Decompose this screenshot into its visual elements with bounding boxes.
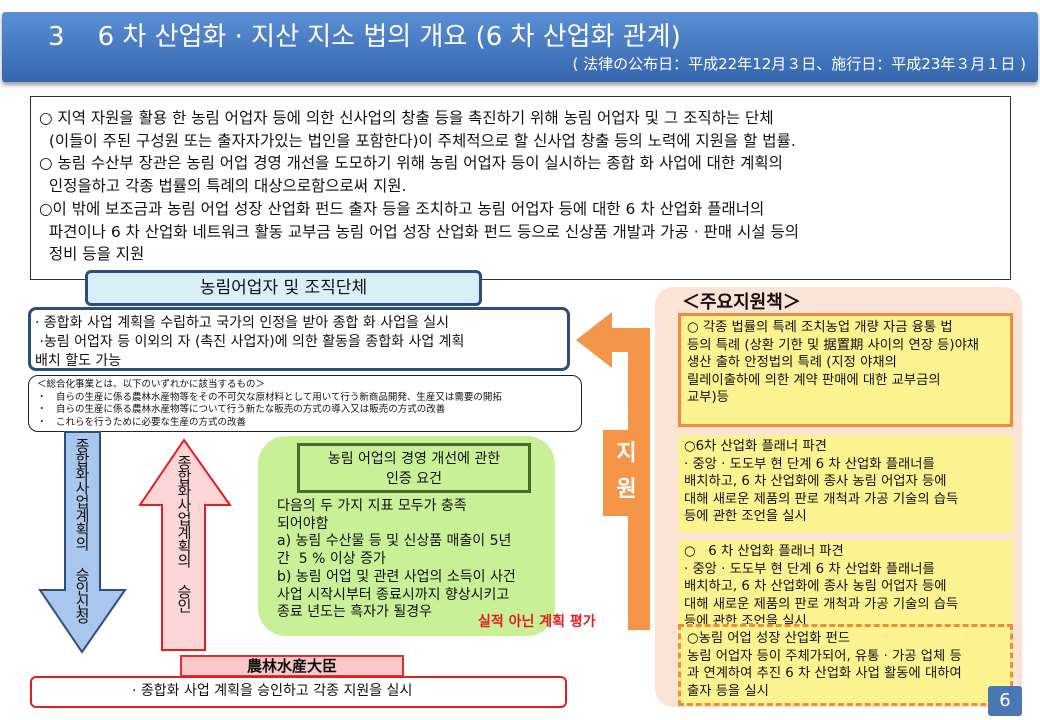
jp-line: ・ 自らの生産に係る農林水産物等をその不可欠な原材料として用いて行う新商品開発、… bbox=[37, 391, 502, 403]
support-line: ○ 각종 법률의 특례 조치농업 개량 자금 융통 법 bbox=[687, 320, 953, 335]
requirements-title: 농림 어업의 경영 개선에 관한 인증 요건 bbox=[297, 443, 531, 493]
support-panel-title: ＜주요지원책＞ bbox=[682, 292, 801, 313]
req-line: 되어야함 bbox=[277, 515, 329, 532]
support-line: 릴레이출하에 의한 계약 판매에 대한 교부금의 bbox=[687, 372, 941, 388]
down-arrow-label: 종합화사업계획의 승인신청 bbox=[73, 438, 91, 623]
requirements-body: 다음의 두 가지 지표 모두가 충족 되어야함 a) 농림 수산물 등 및 신상… bbox=[277, 498, 547, 622]
support-label: 지원 bbox=[603, 430, 650, 516]
req-line: 사업 시작시부터 종료시까지 향상시키고 bbox=[277, 586, 510, 603]
org-title: 농림어업자 및 조직단체 bbox=[85, 270, 482, 306]
intro-item: ○ 지역 자원을 활용 한 농림 어업자 등에 의한 신사업의 창출 등을 촉진… bbox=[39, 109, 796, 150]
org-description: · 종합화 사업 계획을 수립하고 국가의 인정을 받아 종합 화 사업을 실시… bbox=[28, 307, 570, 371]
support-arrow bbox=[576, 312, 650, 630]
page-number: 6 bbox=[988, 686, 1022, 716]
support-line: 출자 등을 실시 bbox=[687, 683, 769, 699]
support-line: ○ 6 차 산업화 플래너 파견 bbox=[684, 544, 844, 559]
requirements-title-text: 농림 어업의 경영 개선에 관한 인증 요건 bbox=[327, 451, 501, 487]
support-line: 배치하고, 6 차 산업화에 종사 농림 어업자 등에 bbox=[684, 579, 947, 595]
req-line: 종료 년도는 흑자가 될경우 bbox=[277, 604, 433, 621]
support-line: · 중앙 · 도도부 현 단계 6 차 산업화 플래너를 bbox=[684, 561, 935, 577]
support-line: ○6차 산업화 플래너 파견 bbox=[684, 439, 827, 454]
support-line: 등에 관한 조언을 실시 bbox=[684, 614, 807, 624]
title-banner bbox=[2, 12, 1038, 82]
minister-description: · 종합화 사업 계획을 승인하고 각종 지원을 실시 bbox=[30, 676, 567, 708]
up-arrow-label: 종합화사업계획의 승인 bbox=[175, 455, 193, 612]
down-arrow bbox=[38, 431, 127, 654]
jp-line: ＜総合化事業とは、以下のいずれかに該当するもの＞ bbox=[37, 379, 266, 390]
req-line: b) 농림 어업 및 관련 사업의 소득이 사건 bbox=[277, 568, 516, 585]
support-line: 농림 어업자 등이 주체가되어, 유통 · 가공 업체 등 bbox=[687, 648, 962, 664]
support-line: 등의 특례 (상환 기한 및 据置期 사이의 연장 등)야채 bbox=[687, 337, 980, 353]
page-subtitle: ( 法律の公布日：平成22年12月３日、施行日：平成23年３月１日 ) bbox=[572, 55, 1026, 73]
req-line: 다음의 두 가지 지표 모두가 충족 bbox=[277, 498, 467, 514]
support-line: ○농림 어업 성장 산업화 펀드 bbox=[687, 631, 851, 646]
intro-box: ○ 지역 자원을 활용 한 농림 어업자 등에 의한 신사업의 창출 등을 촉진… bbox=[30, 96, 1011, 280]
support-text: 지원 bbox=[616, 441, 637, 502]
page-title: 3 6 차 산업화 · 지산 지소 법의 개요 (6 차 산업화 관계) bbox=[48, 22, 681, 52]
support-line: 과 연계하여 추진 6 차 산업화 사업 활동에 대하여 bbox=[687, 666, 962, 682]
support-line: · 중앙 · 도도부 현 단계 6 차 산업화 플래너를 bbox=[684, 456, 935, 472]
support-line: 교부)등 bbox=[687, 390, 729, 406]
support-line: 대해 새로운 제품의 판로 개척과 가공 기술의 습득 bbox=[684, 596, 959, 612]
intro-item: ○ 농림 수산부 장관은 농림 어업 경영 개선을 도모하기 위해 농림 어업자… bbox=[39, 154, 783, 196]
support-line: 대해 새로운 제품의 판로 개척과 가공 기술의 습득 bbox=[684, 491, 959, 507]
support-line: 생산 출하 안정법의 특례 (지정 야채의 bbox=[687, 355, 897, 371]
japanese-definition-box: ＜総合化事業とは、以下のいずれかに該当するもの＞ ・ 自らの生産に係る農林水産物… bbox=[28, 375, 582, 432]
support-item: ○6차 산업화 플래너 파견 · 중앙 · 도도부 현 단계 6 차 산업화 플래… bbox=[678, 435, 1013, 533]
req-line: a) 농림 수산물 등 및 신상품 매출이 5년 bbox=[277, 533, 512, 550]
req-line: 간 5 % 이상 증가 bbox=[277, 551, 386, 568]
minister-label: 農林水産大臣 bbox=[180, 655, 404, 677]
intro-item: ○이 밖에 보조금과 농림 어업 성장 산업화 펀드 출자 등을 조치하고 농림… bbox=[39, 199, 799, 264]
support-line: 배치하고, 6 차 산업화에 종사 농림 어업자 등에 bbox=[684, 474, 947, 490]
jp-line: ・ 自らの生産に係る農林水産物等について行う新たな販売の方式の導入又は販売の方式… bbox=[37, 404, 446, 415]
support-item: ○ 6 차 산업화 플래너 파견 · 중앙 · 도도부 현 단계 6 차 산업화 … bbox=[678, 540, 1013, 624]
jp-line: ・ これらを行うために必要な生産の方式の改善 bbox=[37, 416, 247, 428]
support-line: 등에 관한 조언을 실시 bbox=[684, 509, 807, 525]
up-arrow bbox=[138, 438, 232, 651]
plan-evaluation-note: 실적 아닌 계획 평가 bbox=[478, 614, 596, 630]
